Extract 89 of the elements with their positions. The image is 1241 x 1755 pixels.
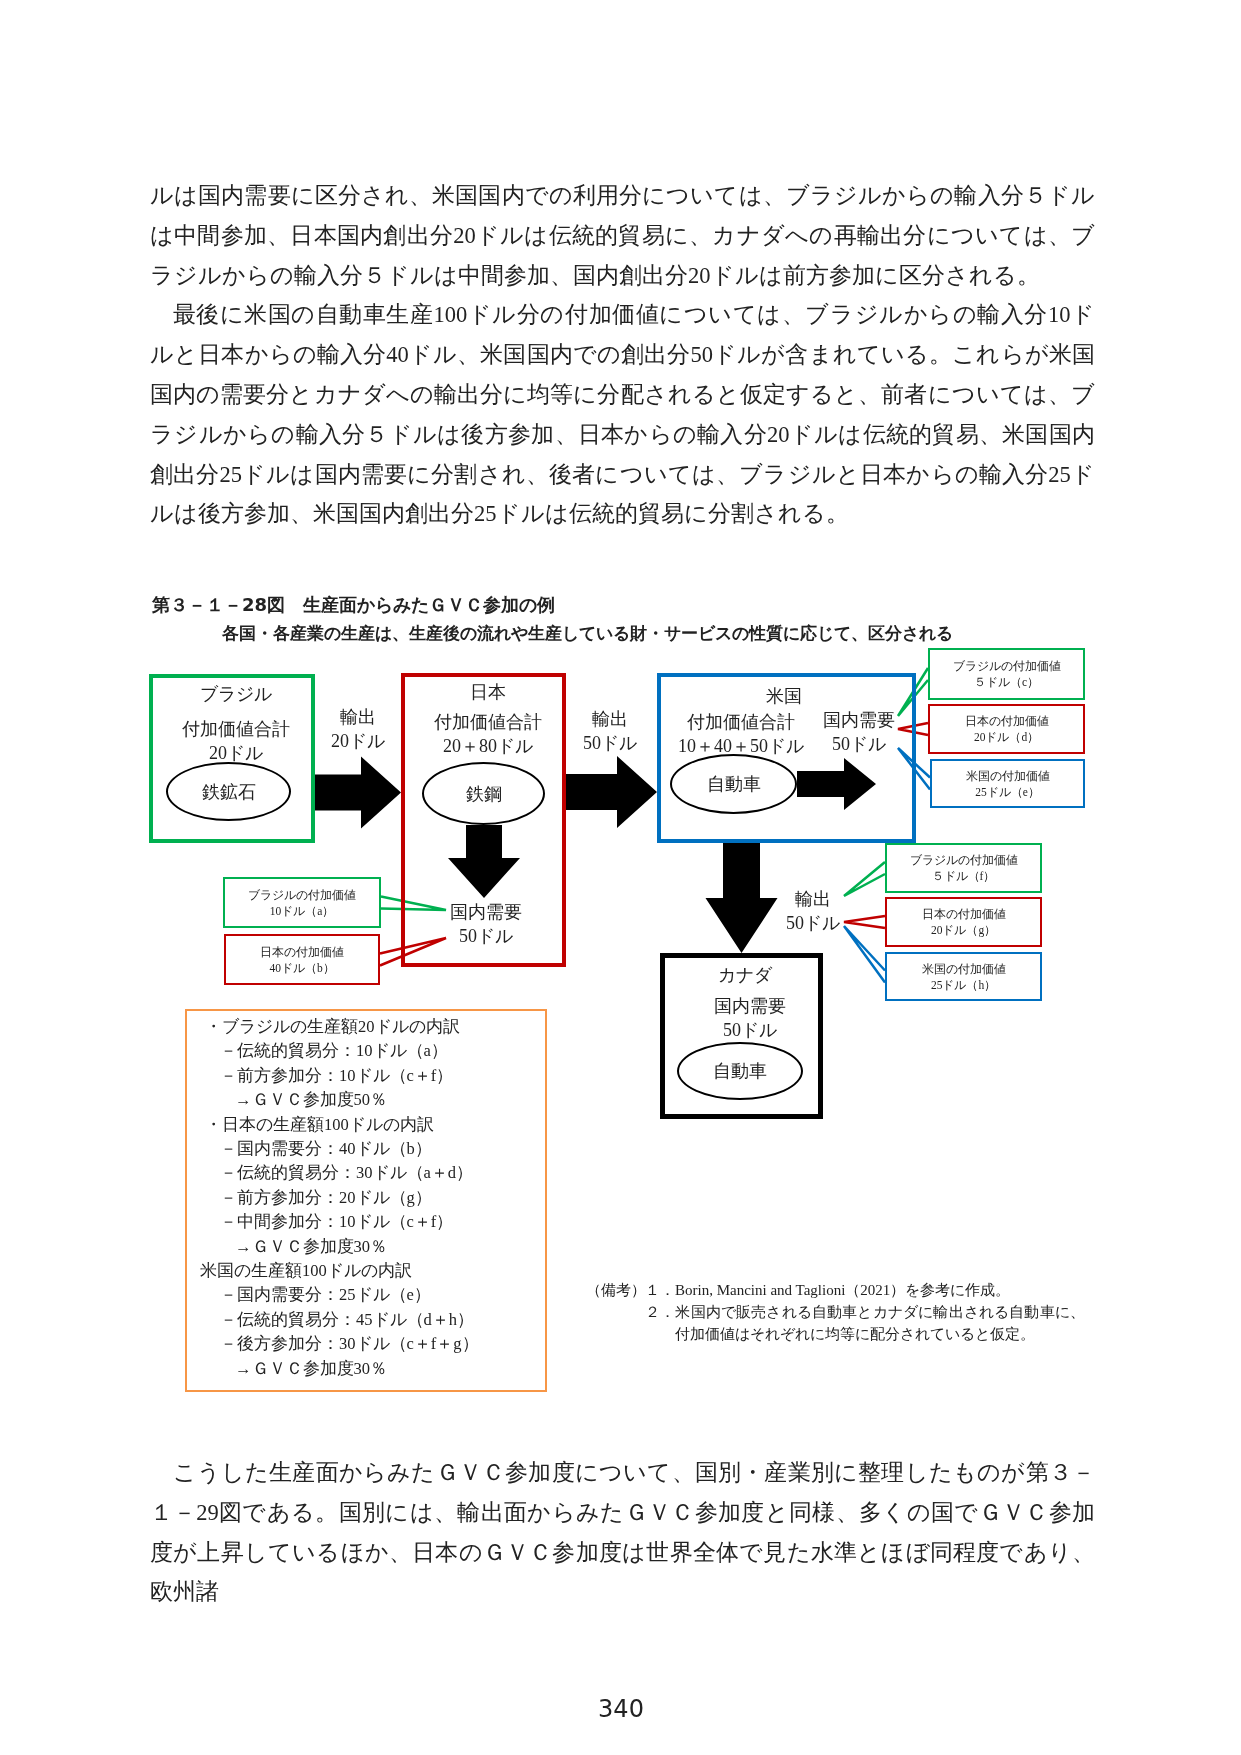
callout-pointer — [896, 721, 929, 737]
body-paragraph: 最後に米国の自動車生産100ドル分の付加価値については、ブラジルからの輸入分10ドルと日本からの輸入分40ドル、米国国内での創出分50ドルが含まれている。これらが米国国内の需要分とカナダへの輸出分に均等に分配されると仮定すると、前者については、ブラジルからの輸入分５ドルは後方参加、日本からの輸入分20ドルは伝統的貿易、米国国内創出分25ドルは国内需要に分割され、後者については、ブラジルと日本からの輸入分25ドルは後方参加、米国国内創出分25ドルは伝統的貿易に分割される。 — [150, 301, 1095, 529]
breakdown-line: －中間参加分：10ドル（c＋f） — [220, 1211, 454, 1234]
note-text: １．Borin, Mancini and Taglioni（2021）を参考に作成。 — [645, 1281, 1012, 1300]
value-text: 50ドル — [723, 1019, 777, 1042]
flow-text: 20ドル — [331, 730, 385, 753]
country-box — [149, 674, 315, 843]
block-arrow — [448, 825, 520, 898]
breakdown-line: 米国の生産額100ドルの内訳 — [200, 1260, 412, 1282]
breakdown-line: －伝統的貿易分：45ドル（d＋h） — [220, 1308, 474, 1331]
product-ellipse — [677, 1042, 803, 1100]
callout-text: 米国の付加価値 — [965, 768, 1050, 784]
callout-text: ブラジルの付加価値 — [952, 659, 1061, 674]
country-name: カナダ — [718, 964, 772, 987]
product-name: 鉄鋼 — [465, 782, 502, 806]
callout-box — [928, 648, 1085, 700]
flow-text: 50ドル — [459, 925, 513, 948]
product-ellipse — [670, 754, 797, 814]
breakdown-line: －国内需要分：25ドル（e） — [220, 1284, 431, 1307]
breakdown-line: →ＧＶＣ参加度30％ — [235, 1235, 387, 1258]
callout-text: ５ドル（f） — [931, 869, 996, 884]
callout-text: 25ドル（e） — [975, 784, 1040, 800]
figure-title: 第３－１－28図 生産面からみたＧＶＣ参加の例 — [152, 593, 556, 617]
callout-box — [930, 759, 1085, 808]
note-text: ２．米国内で販売される自動車とカナダに輸出される自動車に、付加価値はそれぞれに均等に配分されていると仮定。 — [645, 1303, 1085, 1344]
breakdown-line: －前方参加分：20ドル（g） — [220, 1186, 432, 1209]
country-box — [401, 673, 566, 967]
block-arrow — [797, 758, 876, 810]
callout-text: ブラジルの付加価値 — [248, 887, 356, 903]
callout-text: 20ドル（d） — [973, 730, 1040, 745]
notes-heading: （備考） — [586, 1281, 646, 1300]
product-ellipse — [422, 762, 545, 825]
value-text: 付加価値合計 — [182, 718, 290, 741]
product-name: 自動車 — [706, 773, 761, 796]
country-box — [660, 953, 823, 1119]
flow-text: 50ドル — [583, 732, 637, 755]
block-arrow — [566, 756, 657, 828]
callout-text: 25ドル（h） — [930, 977, 997, 993]
breakdown-line: →ＧＶＣ参加度50％ — [235, 1089, 387, 1112]
block-arrow — [315, 756, 401, 829]
value-text: 付加価値合計 — [687, 711, 795, 734]
flow-text: 国内需要 — [823, 709, 895, 732]
callout-text: 米国の付加価値 — [921, 961, 1006, 977]
breakdown-line: －伝統的貿易分：30ドル（a＋d） — [220, 1162, 474, 1185]
breakdown-line: ・日本の生産額100ドルの内訳 — [205, 1113, 434, 1136]
callout-text: 日本の付加価値 — [964, 714, 1049, 729]
page-number: 340 — [597, 1694, 645, 1724]
country-name: 米国 — [766, 685, 802, 708]
product-name: 自動車 — [713, 1060, 767, 1083]
figure-subtitle: 各国・各産業の生産は、生産後の流れや生産している財・サービスの性質に応じて、区分される — [222, 622, 953, 644]
callout-text: ５ドル（c） — [973, 675, 1040, 690]
body-paragraph: こうした生産面からみたＧＶＣ参加度について、国別・産業別に整理したものが第３－１－29図である。国別には、輸出面からみたＧＶＣ参加度と同様、多くの国でＧＶＣ参加度が上昇しているほか、日本のＧＶＣ参加度は世界全体で見た水準とほぼ同程度であり、欧州諸 — [150, 1459, 1095, 1607]
product-name: 鉄鉱石 — [201, 780, 256, 804]
value-text: 国内需要 — [714, 995, 786, 1018]
flow-text: 50ドル — [832, 733, 886, 756]
flow-text: 輸出 — [340, 706, 376, 729]
flow-text: 輸出 — [795, 888, 831, 911]
breakdown-panel — [185, 1009, 547, 1392]
breakdown-line: －国内需要分：40ドル（b） — [220, 1138, 432, 1160]
value-text: 10＋40＋50ドル — [678, 735, 804, 758]
breakdown-line: －伝統的貿易分：10ドル（a） — [220, 1040, 448, 1063]
breakdown-line: →ＧＶＣ参加度30％ — [235, 1357, 387, 1380]
flow-text: 国内需要 — [450, 901, 522, 924]
breakdown-line: －後方参加分：30ドル（c＋f＋g） — [220, 1333, 479, 1356]
callout-box — [885, 952, 1042, 1001]
callout-text: 40ドル（b） — [269, 960, 335, 976]
flow-text: 50ドル — [786, 912, 840, 935]
country-name: ブラジル — [200, 683, 272, 706]
value-text: 20ドル — [209, 742, 263, 765]
country-box — [657, 673, 916, 843]
callout-box — [223, 877, 381, 928]
flow-text: 輸出 — [592, 708, 628, 731]
country-name: 日本 — [470, 681, 506, 704]
callout-text: 10ドル（a） — [269, 903, 335, 919]
breakdown-line: ・ブラジルの生産額20ドルの内訳 — [205, 1016, 460, 1038]
breakdown-line: －前方参加分：10ドル（c＋f） — [220, 1064, 454, 1087]
callout-box — [928, 704, 1085, 754]
value-text: 付加価値合計 — [434, 711, 542, 734]
callout-text: 日本の付加価値 — [921, 907, 1006, 922]
callout-box — [224, 934, 380, 985]
product-ellipse — [166, 762, 291, 821]
value-text: 20＋80ドル — [443, 735, 533, 758]
callout-text: ブラジルの付加価値 — [909, 853, 1018, 868]
callout-text: 20ドル（g） — [930, 923, 997, 938]
callout-text: 日本の付加価値 — [260, 944, 344, 960]
block-arrow — [705, 843, 778, 953]
callout-box — [885, 843, 1042, 893]
callout-box — [885, 897, 1042, 947]
body-paragraph: ルは国内需要に区分され、米国国内での利用分については、ブラジルからの輸入分５ドルは中間参加、日本国内創出分20ドルは伝統的貿易に、カナダへの再輸出分については、ブラジルからの輸入分５ドルは中間参加、国内創出分20ドルは前方参加に区分される。 — [150, 182, 1095, 290]
